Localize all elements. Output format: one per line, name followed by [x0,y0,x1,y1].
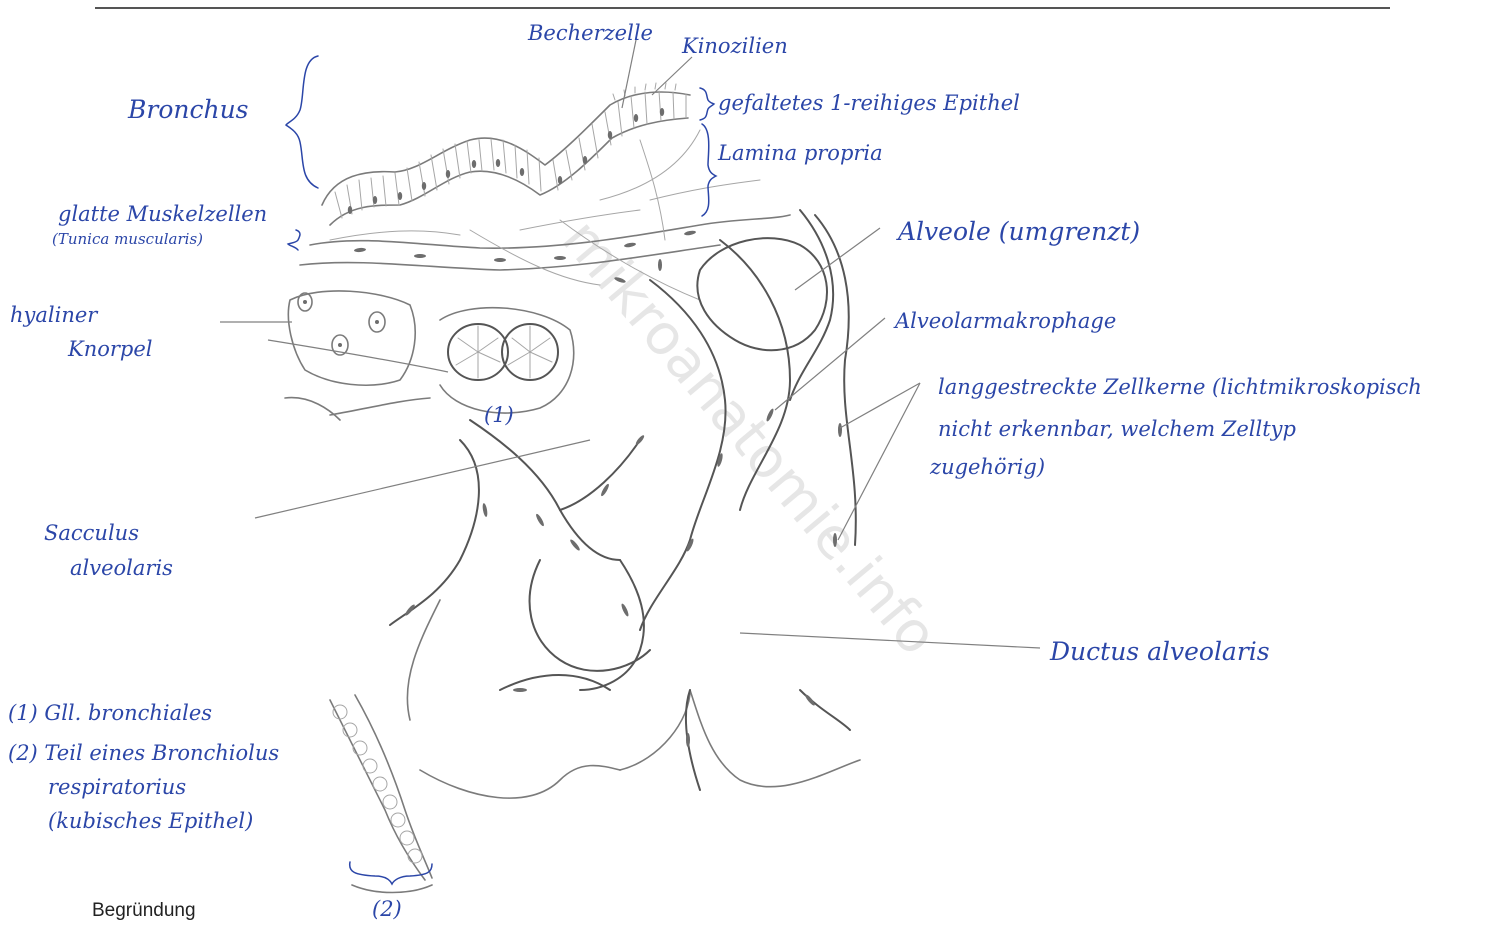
legend-item-2-line3: (kubisches Epithel) [48,809,253,833]
label-hyaliner: hyaliner [10,303,99,327]
label-zellkerne-line2: nicht erkennbar, welchem Zelltyp [938,417,1296,441]
label-alveolaris: alveolaris [70,556,173,580]
label-becherzelle: Becherzelle [527,21,653,45]
label-knorpel: Knorpel [67,337,152,361]
bronchiolus-drawing [330,695,432,893]
bronchus-drawing [300,83,790,300]
label-tunica-muscularis: (Tunica muscularis) [52,230,203,248]
label-lamina-propria: Lamina propria [717,141,883,165]
label-alveolarmakrophage: Alveolarmakrophage [893,309,1116,333]
label-zellkerne-line3: zugehörig) [929,455,1045,479]
label-ductus-alveolaris: Ductus alveolaris [1049,637,1270,666]
bronchial-glands-drawing [440,308,574,413]
label-epithel: gefaltetes 1-reihiges Epithel [718,91,1020,115]
legend: (1) Gll. bronchiales (2) Teil eines Bron… [8,701,279,833]
watermark: mikroanatomie.info [549,207,950,667]
legend-item-1: (1) Gll. bronchiales [8,701,212,725]
label-sacculus: Sacculus [44,521,139,545]
marker-2: (2) [372,897,402,921]
marker-1: (1) [484,403,514,427]
label-alveole: Alveole (umgrenzt) [896,217,1140,246]
cartilage-drawing [288,291,415,385]
legend-item-2: (2) Teil eines Bronchiolus [8,741,279,765]
legend-item-2-line2: respiratorius [48,775,186,799]
label-kinozilien: Kinozilien [681,34,788,58]
begruendung-heading: Begründung [92,900,196,921]
label-zellkerne-line1: langgestreckte Zellkerne (lichtmikroskop… [938,375,1422,399]
label-bronchus: Bronchus [127,95,249,124]
label-glatte-muskelzellen: glatte Muskelzellen [58,202,267,226]
